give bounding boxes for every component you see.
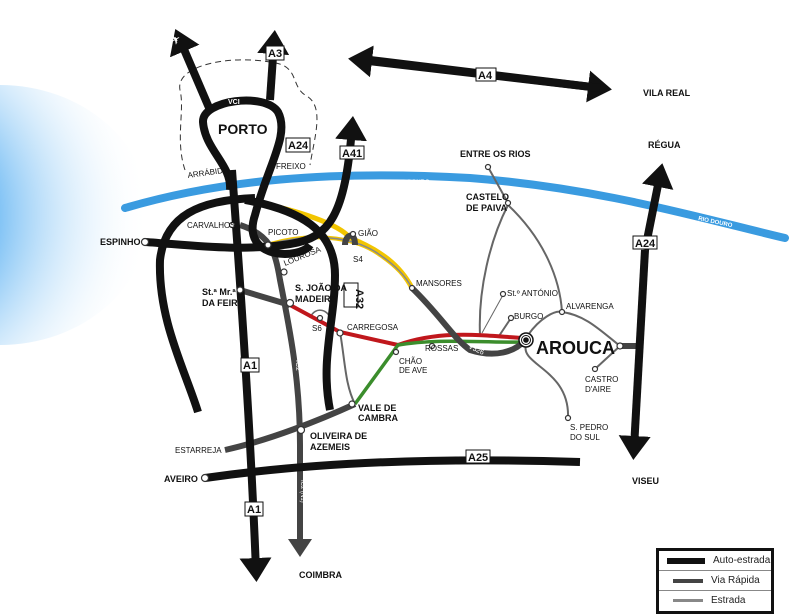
label-rossas: ROSSAS (425, 344, 458, 353)
label-giao: GIÃO (358, 229, 378, 238)
shield-a3: A3 (268, 48, 282, 60)
label-st-antonio: St.º ANTÓNIO (507, 289, 558, 298)
label-alvarenga: ALVARENGA (566, 302, 614, 311)
green-road (353, 339, 523, 406)
legend-item-via-rapida: Via Rápida (659, 571, 771, 591)
legend-label: Estrada (711, 595, 746, 606)
label-regua: RÉGUA (648, 140, 681, 150)
label-carvalhos: CARVALHOS (187, 221, 236, 230)
label-mansores: MANSORES (416, 279, 462, 288)
label-castelo-1: CASTELO (466, 192, 509, 202)
label-burgo: BURGO (514, 312, 543, 321)
label-entre-os-rios: ENTRE OS RIOS (460, 149, 531, 159)
rio-douro-label: RIO DOURO (395, 180, 430, 186)
legend-swatch-expressway (673, 578, 703, 583)
shield-a32: A32 (353, 289, 365, 309)
atlantic-sea (0, 85, 150, 345)
shield-a41: A41 (342, 148, 362, 160)
label-aveiro: AVEIRO (164, 474, 198, 484)
label-sjoao-2: MADEIRA (295, 294, 337, 304)
label-feira-2: DA FEIRA (202, 298, 245, 308)
shield-a25: A25 (468, 452, 488, 464)
legend-label: Via Rápida (711, 575, 760, 586)
rio-douro (121, 171, 789, 242)
label-picoto: PICOTO (268, 228, 299, 237)
arouca-target-icon (518, 332, 534, 348)
junction-nodes (140, 163, 624, 483)
shield-a24: A24 (635, 238, 656, 250)
label-viseu: VISEU (632, 476, 659, 486)
label-sjoao-1: S. JOÃO DA (295, 283, 348, 293)
shield-ic2: IC2 (294, 360, 301, 371)
label-castelo-2: DE PAIVA (466, 203, 508, 213)
porto-label: PORTO (218, 121, 268, 137)
label-carregosa: CARREGOSA (347, 323, 399, 332)
shield-a1: A1 (243, 360, 257, 372)
label-coimbra: COIMBRA (299, 570, 342, 580)
label-castro-1: CASTRO (585, 375, 618, 384)
label-arrabida: ARRÁBIDA (187, 165, 229, 180)
label-vila-real: VILA REAL (643, 88, 691, 98)
legend-item-auto-estrada: Auto-estrada (659, 551, 771, 571)
shield-a1-south: A1 (247, 504, 261, 516)
porto-boundary (179, 59, 318, 171)
label-oliveira-1: OLIVEIRA DE (310, 431, 367, 441)
legend-label: Auto-estrada (713, 555, 771, 566)
auto-estradas (144, 28, 674, 582)
legend-swatch-motorway (667, 557, 705, 564)
map-canvas: RIO DOURO RIO DOURO (0, 28, 789, 582)
label-freixo: FREIXO (276, 162, 306, 171)
label-estarreja: ESTARREJA (175, 446, 222, 455)
shield-a24-porto: A24 (288, 140, 309, 152)
label-oliveira-2: AZEMEIS (310, 442, 350, 452)
legend-swatch-road (673, 599, 703, 602)
label-spedro-1: S. PEDRO (570, 423, 608, 432)
label-spedro-2: DO SUL (570, 433, 600, 442)
shield-vci: VCI (228, 99, 240, 106)
legend-item-estrada: Estrada (659, 591, 771, 610)
label-espinho: ESPINHO (100, 237, 141, 247)
shield-a4: A4 (478, 70, 493, 82)
label-chao-2: DE AVE (399, 366, 427, 375)
label-vale-2: CAMBRA (358, 413, 398, 423)
arouca-label: AROUCA (536, 338, 615, 358)
label-vale-1: VALE DE (358, 403, 396, 413)
label-s6: S6 (312, 324, 322, 333)
label-s4: S4 (353, 255, 363, 264)
label-castro-2: D'AIRE (585, 385, 611, 394)
label-chao-1: CHÃO (399, 357, 422, 366)
label-feira-1: St.ª Mr.ª (202, 287, 236, 297)
map-legend: Auto-estrada Via Rápida Estrada (656, 548, 774, 614)
shield-ic2-n1: IC2 (N1) (299, 480, 305, 503)
road-shields: A3 A4 A24 A41 A32 A1 A1 A24 A25 VCI IC2 … (228, 45, 658, 517)
